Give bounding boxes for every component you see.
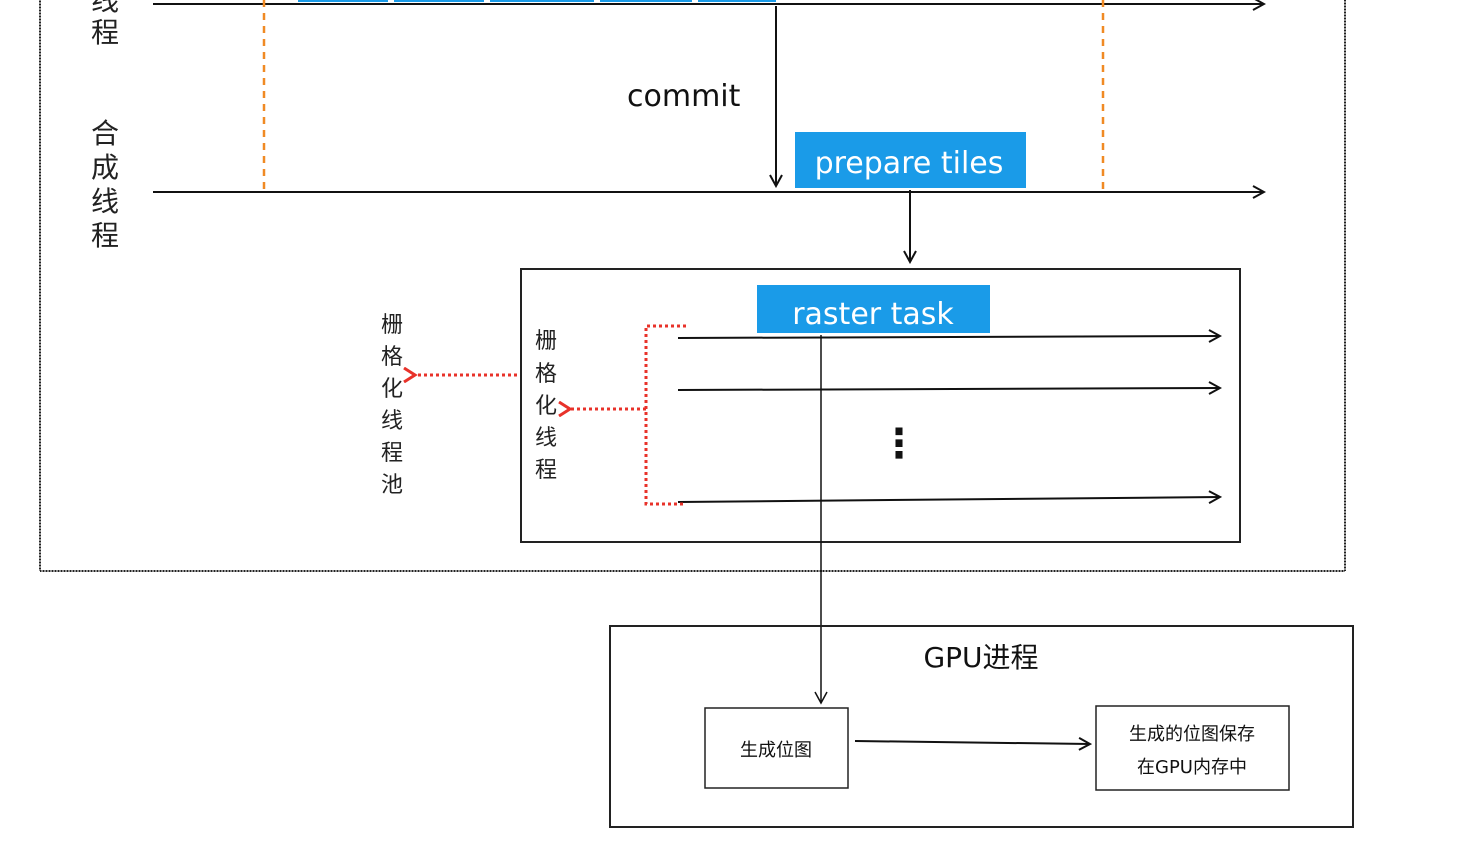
raster-thread-line (677, 497, 1220, 502)
raster-threads-bracket (644, 324, 686, 506)
compositor-thread-label-char: 成 (91, 151, 119, 184)
raster-thread-pool-label: 栅 格 化 线 程 池 (381, 313, 403, 498)
compositor-thread-label-char: 线 (91, 185, 119, 218)
compositor-thread-label-char: 合 (91, 117, 119, 150)
prepare-tiles-label: prepare tiles (815, 146, 1004, 181)
compositor-thread-label-char: 程 (91, 219, 119, 252)
raster-thread-label-char: 程 (535, 458, 557, 483)
main-thread-label-char: 线 (91, 0, 119, 17)
raster-pool-label-char: 格 (381, 345, 403, 370)
renderer-process-frame (39, 0, 1346, 572)
raster-thread-label: 栅 格 化 线 程 (535, 329, 557, 483)
generate-bitmap-label: 生成位图 (740, 740, 812, 761)
generate-bitmap-box (704, 707, 849, 789)
raster-thread-label-char: 栅 (535, 329, 557, 354)
more-threads-ellipsis: ⋮ (879, 421, 919, 467)
raster-task-label: raster task (792, 297, 954, 332)
compositor-thread-label: 合 成 线 程 (91, 117, 119, 252)
raster-pool-label-char: 池 (381, 473, 403, 498)
store-bitmap-line2: 在GPU内存中 (1137, 757, 1247, 778)
raster-pool-label-char: 栅 (381, 313, 403, 338)
raster-thread-label-char: 格 (535, 362, 557, 387)
main-thread-label: 线 程 (91, 0, 119, 49)
raster-thread-pool-box (520, 268, 1241, 543)
raster-thread-label-char: 化 (535, 394, 557, 419)
raster-thread-label-char: 线 (535, 426, 557, 451)
main-thread-task-blocks (298, 0, 776, 2)
bitmap-to-store-arrow (854, 741, 1090, 744)
gpu-process-frame (609, 625, 1354, 828)
gpu-process-title: GPU进程 (923, 641, 1038, 674)
store-bitmap-box (1095, 705, 1290, 791)
raster-thread-line (677, 388, 1220, 390)
commit-label: commit (627, 79, 741, 114)
raster-pool-label-char: 程 (381, 441, 403, 466)
raster-thread-line (677, 336, 1220, 338)
raster-task-block (757, 285, 990, 333)
store-bitmap-line1: 生成的位图保存 (1129, 724, 1255, 745)
prepare-tiles-block (795, 132, 1026, 188)
main-thread-label-char: 程 (91, 16, 119, 49)
raster-pool-label-char: 化 (381, 377, 403, 402)
raster-pool-label-char: 线 (381, 409, 403, 434)
